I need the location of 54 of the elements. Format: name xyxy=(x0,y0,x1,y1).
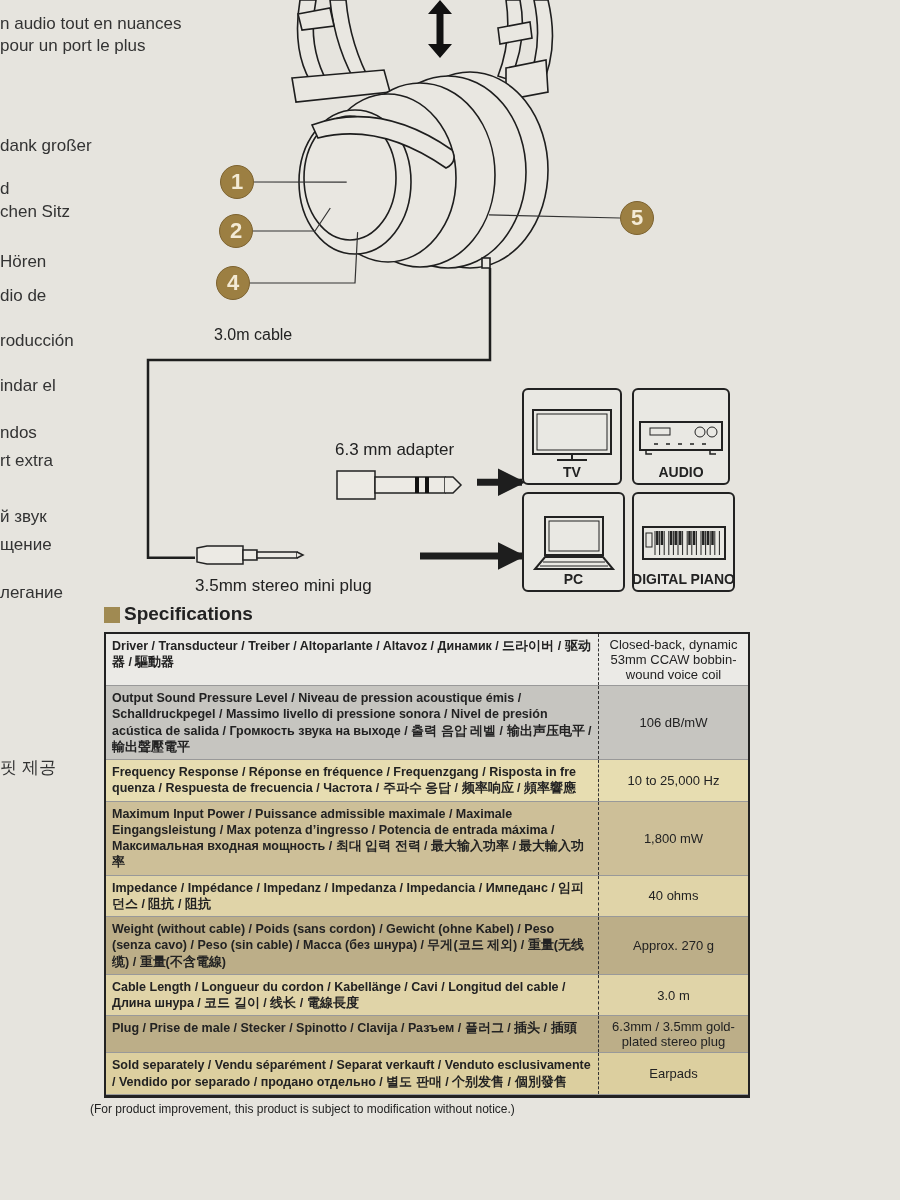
text-fragment: й звук xyxy=(0,507,47,527)
spec-name-cell-text: Plug / Prise de male / Stecker / Spinotto / Clavija / Разъем / 플러그 / 插头 / 插頭 xyxy=(111,1020,578,1038)
text-fragment: dio de xyxy=(0,286,47,306)
spec-value-cell: 10 to 25,000 Hz xyxy=(598,760,748,801)
text-fragment: roducción xyxy=(0,331,74,351)
text-fragment: indar el xyxy=(0,376,56,396)
callout-number: 2 xyxy=(219,214,253,248)
leader-line xyxy=(488,214,621,219)
text-fragment: dank großer xyxy=(0,136,92,156)
leader-line xyxy=(253,181,348,183)
spec-value-cell: Closed-back, dynamic 53mm CCAW bobbin-wound voice coil xyxy=(598,634,748,685)
callout-number: 1 xyxy=(220,165,254,199)
spec-name-cell-text: Cable Length / Longueur du cordon / Kabellänge / Cavi / Longitud del cable / Длина шнура / 코드 길이 / 线长 / 電線長度 xyxy=(111,978,567,1012)
spec-name-cell-text: Frequency Response / Réponse en fréquence / Frequenzgang / Risposta in fre quenza / Respuesta de frecuencia / Частота / 주파수 응답 / 频率响应 / 頻率響應 xyxy=(111,764,577,798)
callout-number: 5 xyxy=(620,201,654,235)
device-label: TV xyxy=(563,464,581,480)
device-box xyxy=(632,388,730,485)
device-box xyxy=(522,492,625,592)
spec-value-cell: Earpads xyxy=(598,1053,748,1094)
text-fragment: щение xyxy=(0,535,52,555)
spec-name-cell-text: Driver / Transducteur / Treiber / Altoparlante / Altavoz / Динамик / 드라이버 / 驱动器 / 驅動器 xyxy=(111,638,592,672)
callout-number: 4 xyxy=(216,266,250,300)
device-box xyxy=(522,388,622,485)
text-fragment: ndos xyxy=(0,423,37,443)
text-fragment: rt extra xyxy=(0,451,53,471)
spec-value-cell: 1,800 mW xyxy=(598,801,748,875)
spec-name-cell-text: Output Sound Pressure Level / Niveau de pression acoustique émis / Schalldruckpegel / Massimo livello di pressione sonora / Nivel de presión acústica de salida / Громкость звука на выходе / 출력 음압 레벨 / 输出声压电平 / 輸出聲壓電平 xyxy=(111,690,593,756)
spec-value-cell: 3.0 m xyxy=(598,974,748,1016)
plug-caption: 3.5mm stereo mini plug xyxy=(195,576,372,596)
text-fragment: Hören xyxy=(0,252,47,272)
device-label: AUDIO xyxy=(658,464,704,480)
text-fragment: легание xyxy=(0,583,63,603)
text-fragment: d xyxy=(0,179,10,199)
device-box xyxy=(632,492,735,592)
footnote: (For product improvement, this product is subject to modification without notice.) xyxy=(90,1102,515,1116)
text-fragment: n audio tout en nuances xyxy=(0,14,182,34)
spec-name-cell-text: Weight (without cable) / Poids (sans cordon) / Gewicht (ohne Kabel) / Peso (senza cavo) / Peso (sin cable) / Масса (без шнура) / 무게(코드 제외) / 重量(无线缆) / 重量(不含電線) xyxy=(111,921,585,971)
spec-name-cell-text: Sold separately / Vendu séparément / Separat verkauft / Venduto esclusivamente / Vendido por separado / продано отдельно / 별도 판매 / 个别发售 / 個別發售 xyxy=(111,1057,592,1091)
spec-value-cell: 106 dB/mW xyxy=(598,686,748,759)
leader-line xyxy=(252,207,331,232)
text-fragment: 핏 제공 xyxy=(0,757,56,779)
device-label: DIGITAL PIANO xyxy=(632,571,735,587)
headphones-drawing xyxy=(291,0,554,269)
section-heading: Specifications xyxy=(124,603,253,625)
spec-value-cell: Approx. 270 g xyxy=(598,917,748,974)
spec-name-cell-text: Impedance / Impédance / Impedanz / Impedanza / Impedancia / Импеданс / 임피던스 / 阻抗 / 阻抗 xyxy=(111,879,586,913)
text-fragment: pour un port le plus xyxy=(0,36,146,56)
spec-value-cell: 40 ohms xyxy=(598,875,748,916)
cable-line xyxy=(146,268,492,559)
spec-value-cell: 6.3mm / 3.5mm gold-plated stereo plug xyxy=(598,1016,748,1053)
text-fragment: chen Sitz xyxy=(0,202,70,222)
plug-caption: 6.3 mm adapter xyxy=(335,440,455,460)
device-label: PC xyxy=(563,571,584,587)
spec-name-cell-text: Maximum Input Power / Puissance admissible maximale / Maximale Eingangsleistung / Max potenza d’ingresso / Potencia de entrada máxima / Максимальная входная мощность / 최대 입력 전력 / 最大输入功率 / 最大輸入功率 xyxy=(111,805,586,872)
